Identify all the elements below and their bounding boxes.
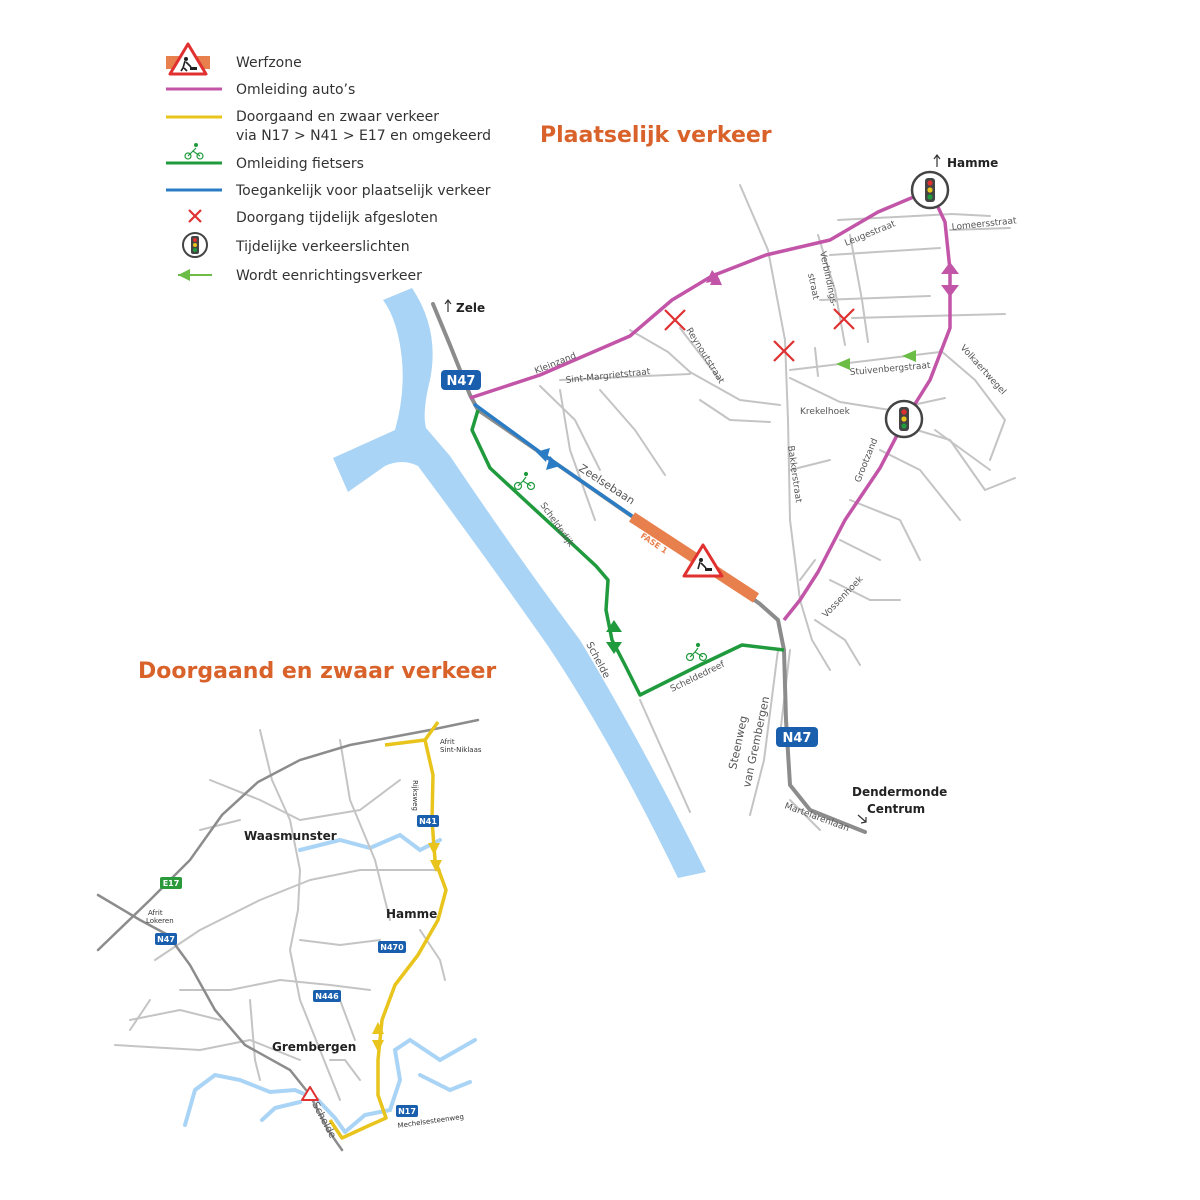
one-way-arrow-icon [178,269,190,281]
legend-item-afgesloten: Doorgang tijdelijk afgesloten [188,209,438,226]
place-hamme: Hamme [386,907,437,921]
legend-item-fietsers: Omleiding fietsers [166,143,364,172]
street-rijksweg: Rijksweg [411,780,419,811]
e17-shield: E17 [160,877,182,889]
regional-road-network [114,729,446,1101]
car-detour-arrow-icon [706,262,959,297]
street-vossenhoek: Vossenhoek [821,574,866,620]
place-dendermonde: Dendermonde [852,785,947,799]
closed-cross-icon [188,209,202,223]
roadwork-warning-icon [168,42,208,76]
closed-cross-icon [833,308,855,330]
bike-detour-route [470,409,785,697]
through-traffic-arrow-icon [372,843,442,1052]
bicycle-icon [184,143,204,160]
schelde-river [333,288,706,878]
street-leugestraat: Leugestraat [843,219,897,249]
exit-sint-niklaas-label-2: Sint-Niklaas [440,746,482,754]
legend-label-verkeerslichten: Tijdelijke verkeerslichten [235,239,410,255]
legend-label-plaatselijk: Toegankelijk voor plaatselijk verkeer [235,183,491,199]
svg-text:N470: N470 [380,943,404,952]
place-grembergen: Grembergen [272,1040,356,1054]
street-sint-margrietstraat: Sint-Margrietstraat [565,367,651,386]
bike-detour-arrow-icon [606,620,622,654]
regional-rivers [183,832,477,1134]
through-traffic-route [328,738,448,1140]
n41-shield: N41 [417,815,439,827]
n47-shield: N47 [155,933,177,945]
legend-label-doorgaand: Doorgaand en zwaar verkeer [236,109,439,125]
bicycle-icon [685,642,708,662]
n47-regional-road [96,893,344,1152]
closed-cross-icon [773,340,795,362]
svg-text:N446: N446 [315,992,339,1001]
legend: Werfzone Omleiding auto’s Doorgaand en z… [166,42,491,284]
svg-text:N47: N47 [783,731,812,746]
one-way-arrow-icon [836,350,916,370]
legend-label-afgesloten: Doorgang tijdelijk afgesloten [236,210,438,226]
regional-map: Doorgaand en zwaar verkeer [96,659,496,1152]
street-krekelhoek: Krekelhoek [800,407,851,417]
arrow-up-icon [933,154,941,167]
local-map: Plaatselijk verkeer [333,123,1017,878]
car-detour-route [469,188,952,622]
bicycle-icon [513,471,536,491]
exit-sint-niklaas-label: Afrit [440,738,455,746]
street-bakkerstraat: Bakkerstraat [785,445,803,504]
legend-item-omleiding-autos: Omleiding auto’s [166,82,355,98]
traffic-light-icon [182,232,208,258]
place-dendermonde-centrum: Centrum [867,802,925,816]
street-grootzand: Grootzand [854,437,881,484]
local-access-route [472,402,633,518]
traffic-light-icon [910,170,950,210]
street-reynoutstraat: Reynoutstraat [683,326,725,386]
through-traffic-route [423,720,440,742]
svg-text:E17: E17 [163,879,180,888]
regional-map-title: Doorgaand en zwaar verkeer [138,659,496,684]
place-waasmunster: Waasmunster [244,829,337,843]
legend-item-werfzone: Werfzone [166,42,302,76]
legend-label-omleiding-autos: Omleiding auto’s [236,82,355,98]
place-zele: Zele [456,301,485,315]
street-stuivenbergstraat: Stuivenbergstraat [849,361,931,378]
roadwork-warning-icon [682,543,724,578]
traffic-light-icon [884,399,924,439]
exit-lokeren-label-2: Lokeren [146,917,174,925]
legend-item-plaatselijk: Toegankelijk voor plaatselijk verkeer [166,183,491,199]
svg-text:N47: N47 [157,935,175,944]
legend-label-werfzone: Werfzone [236,55,302,71]
svg-text:N41: N41 [419,817,437,826]
local-map-title: Plaatselijk verkeer [540,123,772,148]
street-kleinzand: Kleinzand [533,351,577,377]
street-lomeersstraat: Lomeersstraat [951,216,1017,233]
legend-label-eenrichting: Wordt eenrichtingsverkeer [236,268,422,284]
roadwork-warning-icon [301,1086,319,1101]
legend-item-doorgaand: Doorgaand en zwaar verkeer via N17 > N41… [166,109,491,144]
svg-text:N47: N47 [447,374,476,389]
n47-shield-bottom: N47 [776,727,818,747]
svg-text:N17: N17 [398,1107,416,1116]
local-street-network [539,184,1016,831]
exit-lokeren-label: Afrit [148,909,163,917]
n470-shield: N470 [378,941,406,953]
place-hamme: Hamme [947,156,998,170]
closed-cross-icon [664,309,686,331]
legend-item-verkeerslichten: Tijdelijke verkeerslichten [182,232,410,258]
n17-shield: N17 [396,1105,418,1117]
street-labels: Leugestraat Lomeersstraat Verbindings- s… [533,216,1017,834]
street-verbindingsstraat-2: straat [805,273,820,301]
n446-shield: N446 [313,990,341,1002]
legend-label-doorgaand-route: via N17 > N41 > E17 en omgekeerd [236,128,491,144]
legend-label-fietsers: Omleiding fietsers [236,156,364,172]
local-access-arrow-icon [536,448,560,470]
n47-shield-top: N47 [441,370,481,390]
street-martelarenlaan: Martelarenlaan [783,801,850,834]
arrow-down-right-icon [857,814,867,824]
arrow-up-icon [444,299,452,312]
street-scheldedijk: Scheldedijk [538,501,576,550]
legend-item-eenrichting: Wordt eenrichtingsverkeer [178,268,422,284]
